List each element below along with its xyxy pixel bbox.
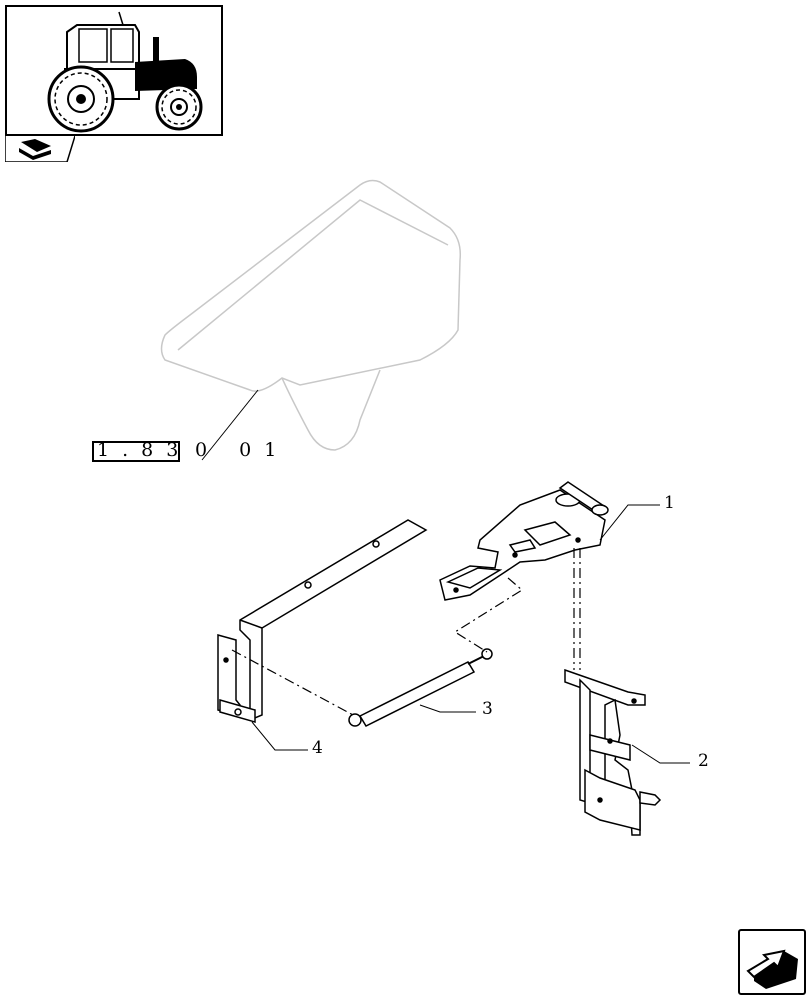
reference-suffix: 0 01 (195, 439, 290, 461)
reference-code: 1.83 (97, 439, 192, 461)
callout-2: 2 (698, 751, 709, 771)
book-icon (19, 139, 51, 160)
part-4-arm (217, 519, 428, 723)
part-3-gas-strut (348, 648, 493, 727)
next-page-arrow-icon (746, 949, 798, 989)
callout-leaders (251, 504, 690, 764)
part-2-bracket (564, 668, 662, 836)
next-page-button[interactable] (738, 929, 806, 995)
callout-1: 1 (664, 493, 675, 513)
assembly-lines (231, 548, 581, 717)
callout-4: 4 (312, 738, 323, 758)
hood-outline (160, 179, 462, 451)
callout-3: 3 (482, 699, 493, 719)
tractor-thumbnail-icon (47, 11, 203, 133)
reference-box (92, 441, 180, 462)
part-1-bracket (439, 481, 609, 601)
tractor-thumbnail (5, 5, 223, 136)
book-tab (4, 135, 76, 163)
